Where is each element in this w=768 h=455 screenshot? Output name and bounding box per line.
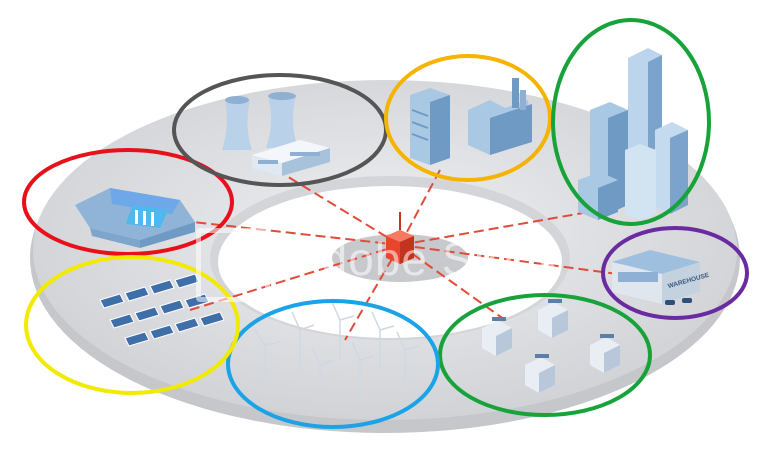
watermark-logo bbox=[196, 228, 270, 302]
outline-city bbox=[551, 18, 711, 226]
outline-wind bbox=[226, 299, 440, 429]
outline-houses bbox=[438, 293, 652, 417]
link-nuclear bbox=[284, 174, 401, 246]
outline-warehouse bbox=[601, 226, 749, 320]
wind-turbine-icon bbox=[254, 301, 420, 405]
link-warehouse bbox=[399, 244, 626, 276]
outline-factory bbox=[384, 54, 552, 182]
outline-solar bbox=[24, 255, 240, 395]
outline-hydro bbox=[22, 148, 234, 256]
warehouse-icon: WAREHOUSE bbox=[612, 250, 711, 305]
hydro-dam-icon bbox=[75, 188, 195, 248]
factory-icon bbox=[410, 78, 532, 165]
link-hydro bbox=[174, 219, 401, 246]
skyscraper-icon bbox=[578, 48, 688, 220]
hub-icon bbox=[386, 212, 414, 264]
house-icon bbox=[482, 299, 620, 393]
link-city bbox=[399, 209, 601, 246]
link-houses bbox=[399, 244, 506, 321]
link-wind bbox=[344, 244, 401, 341]
nuclear-plant-icon bbox=[222, 92, 330, 176]
